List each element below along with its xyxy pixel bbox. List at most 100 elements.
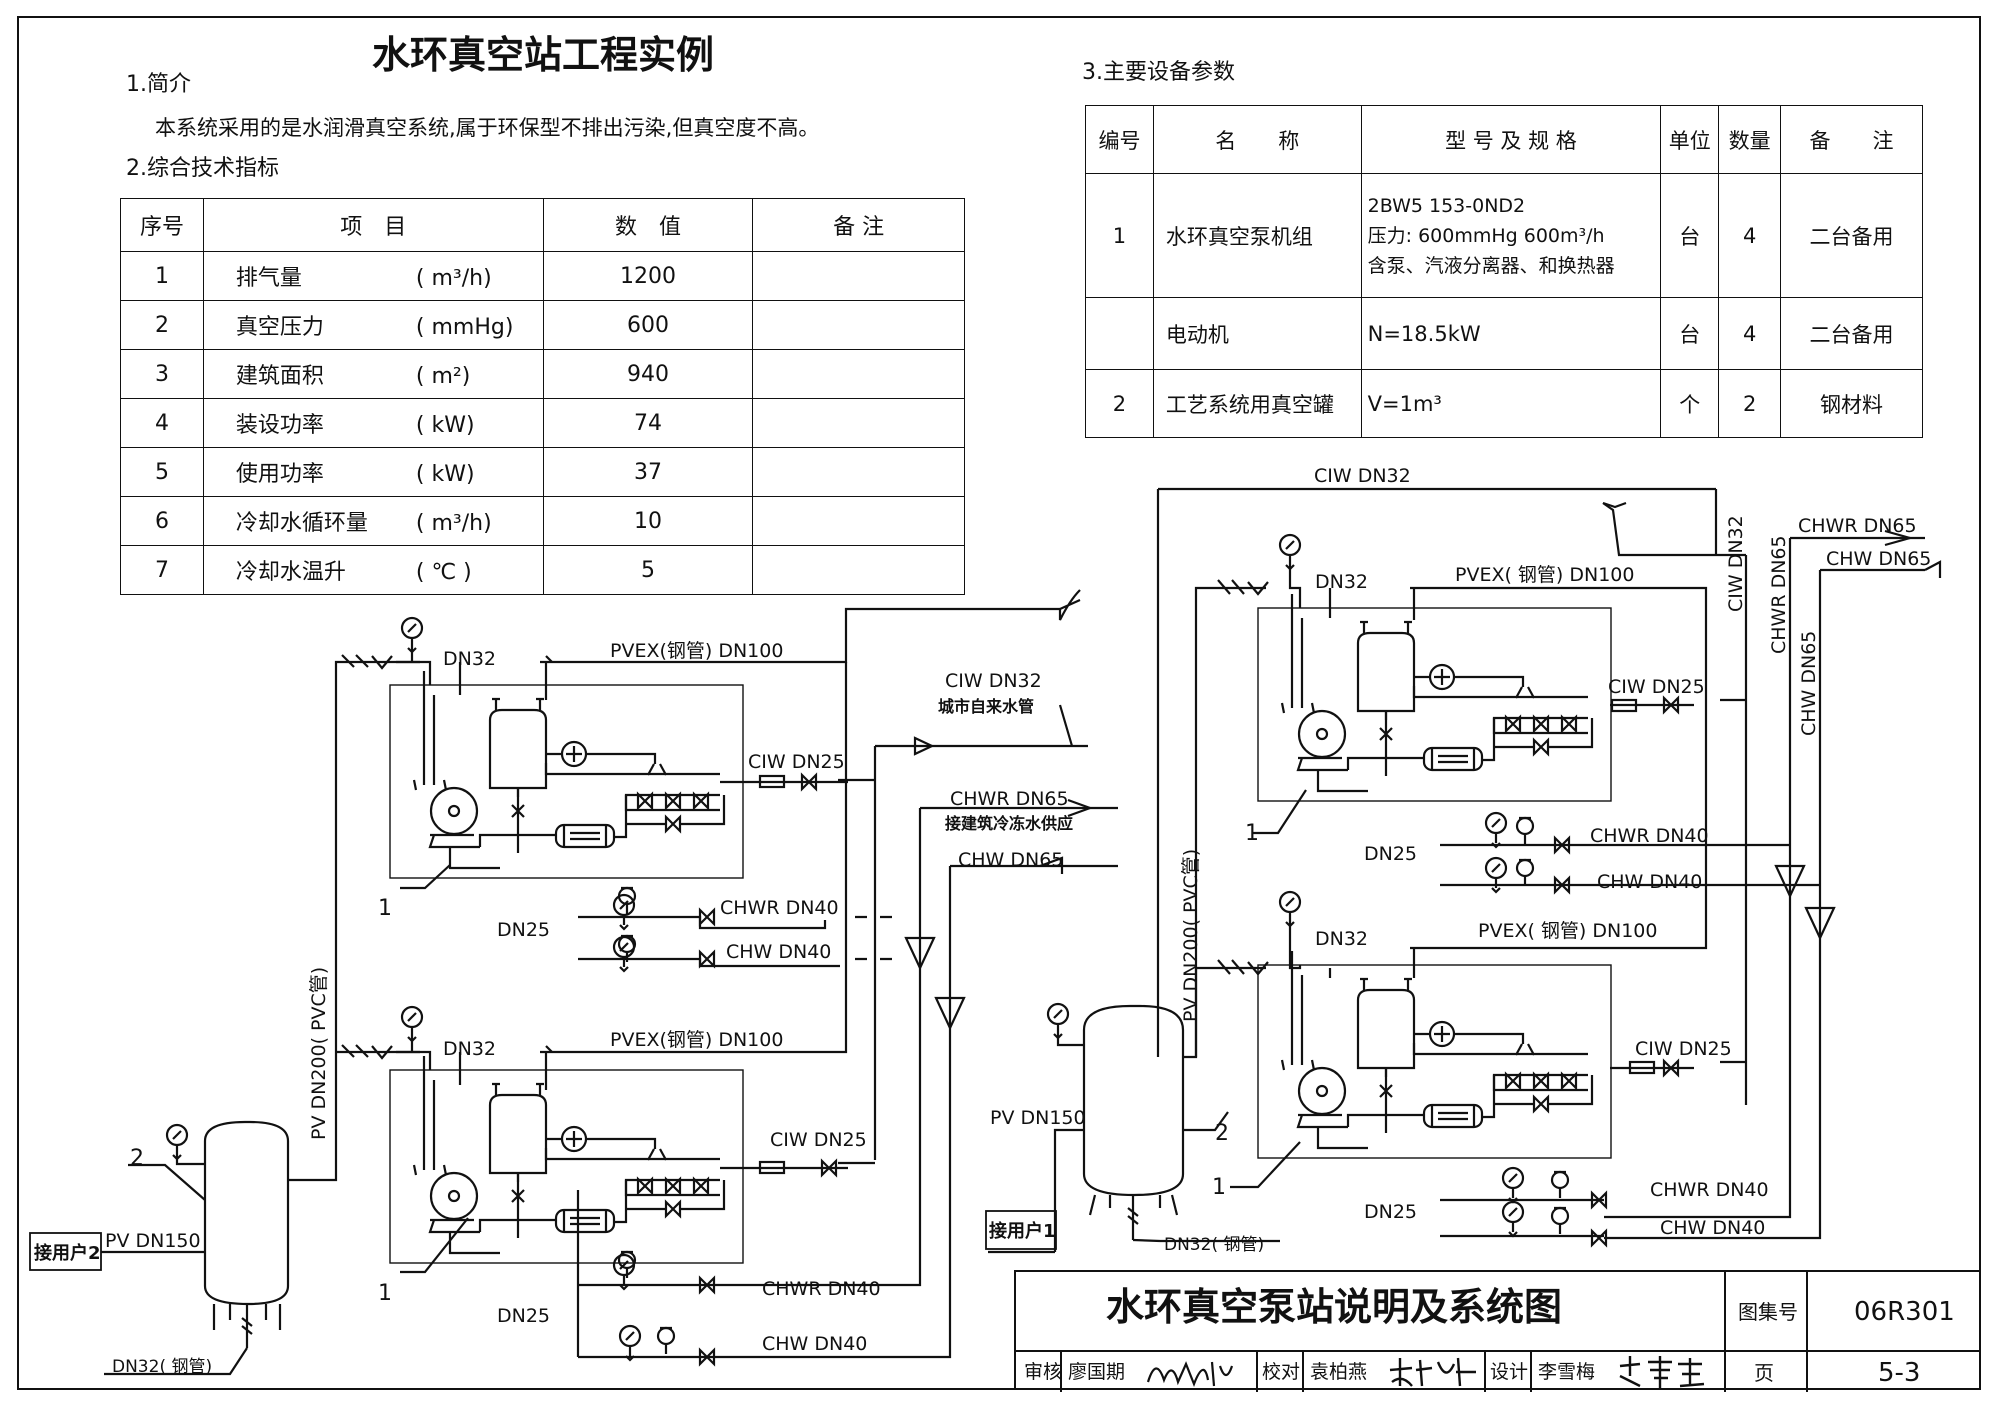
cell-div bbox=[1484, 1350, 1486, 1392]
label-city-water: 城市自来水管 bbox=[938, 697, 1034, 716]
row-qty: 4 bbox=[1718, 173, 1782, 298]
row-item: 使用功率( kW) bbox=[202, 447, 544, 497]
row-value: 600 bbox=[542, 300, 754, 350]
row-unit: 台 bbox=[1660, 173, 1720, 298]
equipment-header-note: 备 注 bbox=[1780, 105, 1923, 174]
atlas-number: 06R301 bbox=[1854, 1297, 1955, 1327]
spec-line: 压力: 600mmHg 600m³/h bbox=[1367, 224, 1605, 247]
label-dn32-d: DN32 bbox=[1315, 928, 1368, 950]
row-name: 工艺系统用真空罐 bbox=[1152, 369, 1362, 438]
row-name: 水环真空泵机组 bbox=[1152, 173, 1362, 298]
item-unit: ( kW) bbox=[415, 462, 475, 487]
label-pvex-a: PVEX(钢管) DN100 bbox=[610, 640, 783, 662]
label-user2: 接用户2 bbox=[34, 1242, 101, 1264]
row-item: 冷却水循环量( m³/h) bbox=[202, 496, 544, 546]
indicators-header-note: 备 注 bbox=[752, 198, 965, 252]
label-pvex-c: PVEX( 钢管) DN100 bbox=[1455, 564, 1635, 586]
label-dn25-b: DN25 bbox=[497, 1305, 550, 1327]
label-dn32-a: DN32 bbox=[443, 648, 496, 670]
row-value: 5 bbox=[542, 545, 754, 595]
label-chwr-dn40-d: CHWR DN40 bbox=[1650, 1179, 1769, 1201]
row-no: 2 bbox=[1085, 369, 1154, 438]
equipment-header-no: 编号 bbox=[1085, 105, 1154, 174]
equipment-header-qty: 数量 bbox=[1718, 105, 1782, 174]
label-pv-dn150-right: PV DN150 bbox=[990, 1107, 1086, 1129]
drawing-title: 水环真空泵站说明及系统图 bbox=[1106, 1285, 1563, 1329]
row-value: 37 bbox=[542, 447, 754, 497]
item-label: 排气量 bbox=[235, 266, 302, 291]
label-dn25-c: DN25 bbox=[1364, 843, 1417, 865]
check-label: 校对 bbox=[1262, 1361, 1301, 1383]
design-label: 设计 bbox=[1490, 1361, 1529, 1383]
row-no: 6 bbox=[120, 496, 204, 546]
equipment-header-unit: 单位 bbox=[1660, 105, 1720, 174]
table-row: 电动机 N=18.5kW 台 4 二台备用 bbox=[1085, 297, 1923, 370]
row-value: 1200 bbox=[542, 251, 754, 301]
title-block: 水环真空泵站说明及系统图 图集号 06R301 页 5-3 审核 廖国期 校对 … bbox=[1014, 1270, 1981, 1392]
label-dn32-steel-left: DN32( 钢管) bbox=[112, 1357, 212, 1377]
row-value: 74 bbox=[542, 398, 754, 448]
label-chw-dn65-left: CHW DN65 bbox=[958, 849, 1063, 871]
label-chw-dn65-right: CHW DN65 bbox=[1826, 548, 1931, 570]
reviewer-name: 廖国期 bbox=[1068, 1361, 1126, 1383]
row-note bbox=[752, 447, 965, 497]
label-ciw-dn25-a: CIW DN25 bbox=[748, 751, 845, 773]
review-label: 审核 bbox=[1024, 1361, 1063, 1383]
label-pv-dn200-left: PV DN200( PVC管) bbox=[308, 967, 330, 1140]
label-chwr-dn40-b: CHWR DN40 bbox=[762, 1278, 881, 1300]
cell-div bbox=[1256, 1350, 1258, 1392]
item-unit: ( ℃ ) bbox=[415, 560, 472, 585]
row-no bbox=[1085, 297, 1154, 370]
cell-div bbox=[1060, 1350, 1062, 1392]
label-pv-dn150-left: PV DN150 bbox=[105, 1230, 201, 1252]
row-note bbox=[752, 300, 965, 350]
label-ciw-dn25-d: CIW DN25 bbox=[1635, 1038, 1732, 1060]
row-unit: 台 bbox=[1660, 297, 1720, 370]
row-note bbox=[752, 545, 965, 595]
indicators-header-item: 项 目 bbox=[202, 198, 544, 252]
title-divider-h bbox=[1016, 1350, 1981, 1352]
item-unit: ( m²) bbox=[415, 364, 471, 389]
row-qty: 2 bbox=[1718, 369, 1782, 438]
checker-name: 袁柏燕 bbox=[1310, 1361, 1368, 1383]
item-unit: ( m³/h) bbox=[415, 511, 492, 536]
designer-signature bbox=[1619, 1356, 1705, 1388]
row-note bbox=[752, 398, 965, 448]
title-divider-v1 bbox=[1724, 1272, 1726, 1392]
label-chwr-dn65-vertical: CHWR DN65 bbox=[1768, 535, 1790, 654]
row-spec: V=1m³ bbox=[1360, 369, 1662, 438]
row-note: 钢材料 bbox=[1780, 369, 1923, 438]
section-intro-heading: 1.简介 bbox=[126, 72, 191, 97]
row-item: 装设功率( kW) bbox=[202, 398, 544, 448]
label-unit-1-d: 1 bbox=[1212, 1175, 1226, 1200]
equipment-table: 编号 名 称 型 号 及 规 格 单位 数量 备 注 1 水环真空泵机组 2BW… bbox=[1085, 105, 1923, 438]
label-pvex-d: PVEX( 钢管) DN100 bbox=[1478, 920, 1658, 942]
item-label: 建筑面积 bbox=[235, 364, 324, 389]
row-item: 排气量( m³/h) bbox=[202, 251, 544, 301]
label-dn32-b: DN32 bbox=[443, 1038, 496, 1060]
row-no: 2 bbox=[120, 300, 204, 350]
section-indicators-heading: 2.综合技术指标 bbox=[126, 156, 279, 181]
equipment-header-spec: 型 号 及 规 格 bbox=[1360, 105, 1662, 174]
page-number: 5-3 bbox=[1878, 1358, 1921, 1388]
row-note bbox=[752, 349, 965, 399]
title-divider-v2 bbox=[1806, 1272, 1808, 1392]
spec-line: 2BW5 153-0ND2 bbox=[1367, 194, 1526, 217]
label-user1: 接用户1 bbox=[989, 1220, 1056, 1242]
label-unit-1-a: 1 bbox=[378, 896, 392, 921]
label-chw-dn40-b: CHW DN40 bbox=[762, 1333, 867, 1355]
label-chilled-supply: 接建筑冷冻水供应 bbox=[945, 814, 1073, 833]
atlas-label: 图集号 bbox=[1738, 1300, 1798, 1324]
label-chwr-dn40-a: CHWR DN40 bbox=[720, 897, 839, 919]
label-ciw-dn32-top: CIW DN32 bbox=[1314, 465, 1411, 487]
page-label: 页 bbox=[1754, 1361, 1774, 1385]
row-name: 电动机 bbox=[1152, 297, 1362, 370]
checker-signature bbox=[1389, 1357, 1476, 1387]
row-item: 真空压力( mmHg) bbox=[202, 300, 544, 350]
row-no: 4 bbox=[120, 398, 204, 448]
item-unit: ( kW) bbox=[415, 413, 475, 438]
row-spec: 2BW5 153-0ND2 压力: 600mmHg 600m³/h 含泵、汽液分… bbox=[1360, 173, 1662, 298]
